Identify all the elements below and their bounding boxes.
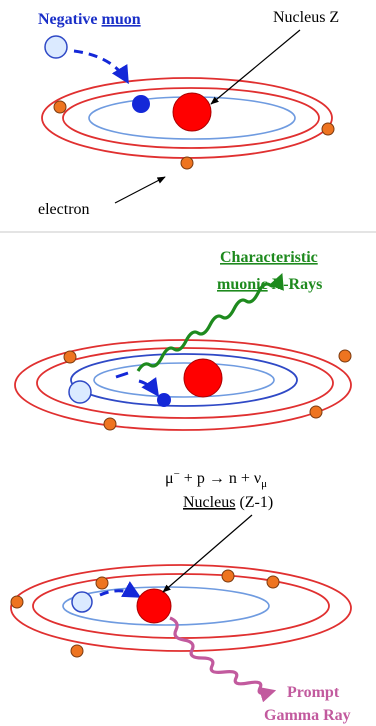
nucleus: [183, 358, 223, 398]
panel-xray-emission: Characteristic muonic X-Rays: [14, 249, 352, 431]
gamma-label-line1: Prompt: [287, 684, 340, 701]
outer-orbit: [14, 339, 352, 431]
muon-capture-arrow: [99, 581, 142, 598]
electron-label: electron: [38, 201, 90, 218]
reaction-equation: μ− + p → n + νμ: [165, 468, 267, 490]
electron: [266, 575, 280, 589]
electron: [63, 350, 77, 364]
xray-wave: [136, 273, 284, 372]
electron: [338, 349, 352, 363]
muon: [68, 380, 92, 404]
middle-orbit: [36, 347, 334, 419]
muon: [71, 591, 93, 613]
middle-orbit: [62, 87, 320, 149]
electron-pointer: [114, 176, 166, 204]
electron: [53, 100, 67, 114]
bound-muon: [132, 95, 150, 113]
muon-cascade-arrow: [115, 371, 129, 379]
panel-muon-approach: Negative muon Nucleus Z electron: [38, 9, 339, 218]
muon-trajectory-arrow: [73, 49, 129, 85]
muon-label: Negative muon: [38, 11, 141, 28]
electron: [10, 595, 24, 609]
electron: [95, 576, 109, 590]
nucleus-pointer: [162, 514, 253, 593]
nucleus-pointer: [210, 29, 301, 105]
gamma-label-line2: Gamma Ray: [264, 707, 351, 724]
gamma-wave: [169, 616, 277, 703]
electron: [221, 569, 235, 583]
panel-nuclear-capture: μ− + p → n + νμ Nucleus (Z-1) Prompt Gam…: [10, 468, 352, 724]
electron: [321, 122, 335, 136]
bound-muon: [157, 393, 171, 407]
innermost-orbit: [93, 362, 275, 398]
electron: [103, 417, 117, 431]
daughter-nucleus-label: Nucleus (Z-1): [183, 494, 273, 511]
nucleus: [136, 588, 172, 624]
xray-label-line1: Characteristic: [220, 249, 318, 266]
free-muon: [44, 35, 68, 59]
outer-orbit: [10, 564, 352, 652]
electron: [180, 156, 194, 170]
muon-cascade-arrow: [138, 377, 160, 397]
electron: [309, 405, 323, 419]
nucleus-label: Nucleus Z: [273, 9, 339, 26]
nucleus: [172, 92, 212, 132]
xray-label-line2: muonic X-Rays: [217, 276, 322, 293]
inner-orbit: [70, 353, 298, 407]
electron: [70, 644, 84, 658]
